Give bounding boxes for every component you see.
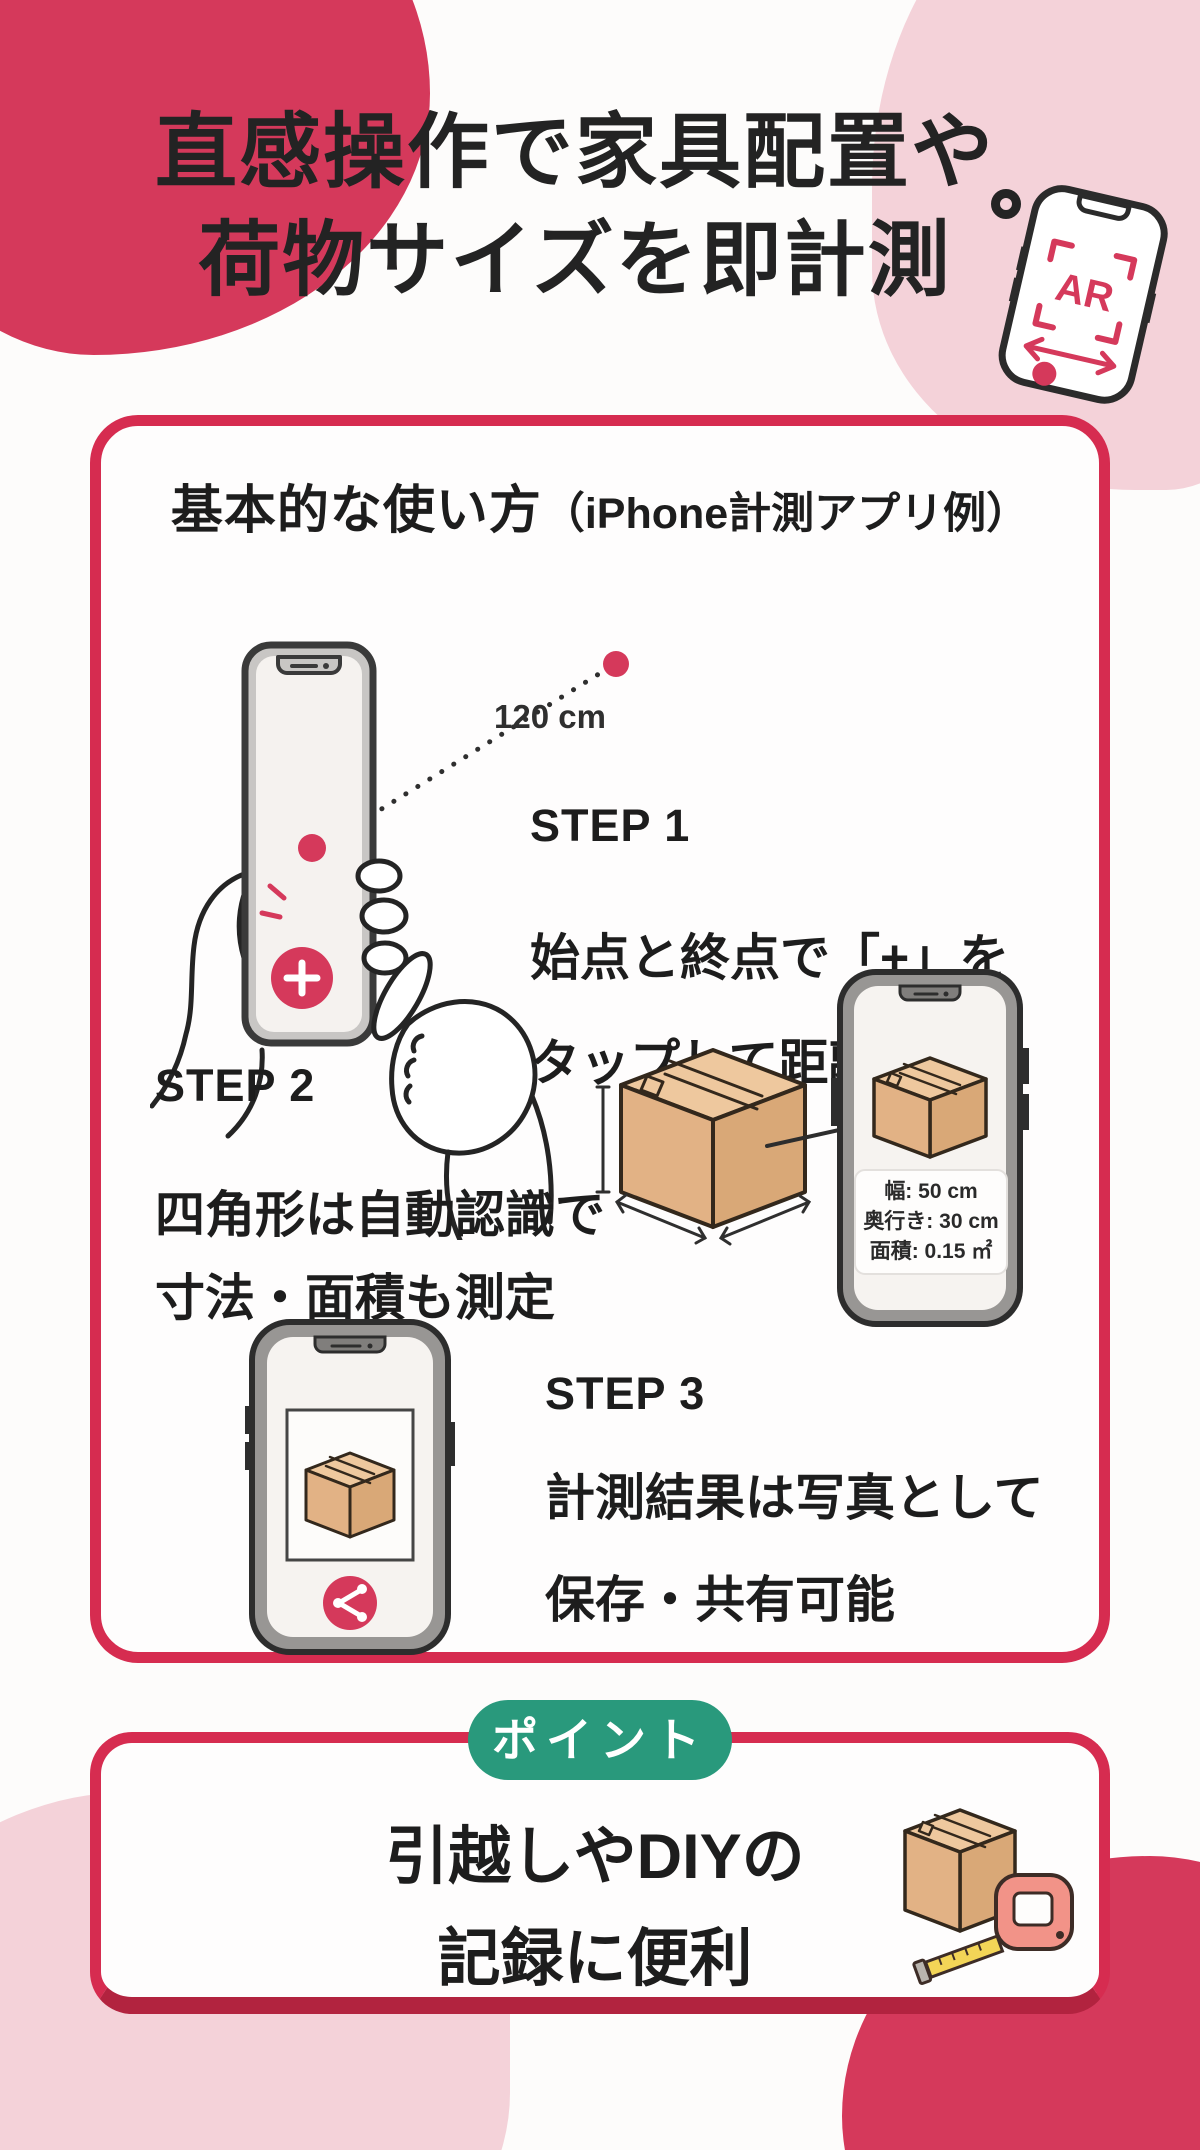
step2-illustration: 幅: 50 cm 奥行き: 30 cm 面積: 0.15 ㎡ [595,930,1105,1350]
camera-ring-icon [991,189,1021,219]
guide-heading-sub: （iPhone計測アプリ例） [541,490,1030,538]
ar-phone-notch [1076,192,1132,221]
photo-box [304,1451,396,1539]
ar-phone-button [1143,292,1157,324]
tapping-hand [371,951,554,1243]
measurement-readout: 幅: 50 cm 奥行き: 30 cm 面積: 0.15 ㎡ [854,1169,1008,1275]
step2-line2: 寸法・面積も測定 [155,1270,555,1326]
point-box [903,1808,1017,1933]
point-line1: 引越しやDIYの [385,1822,805,1892]
ar-phone-button [1008,277,1021,303]
step3-line2: 保存・共有可能 [545,1572,895,1628]
scanned-box-on-screen [872,1056,988,1159]
step2-phone: 幅: 50 cm 奥行き: 30 cm 面積: 0.15 ㎡ [831,969,1029,1327]
point-badge: ポイント [468,1700,732,1780]
cardboard-box [619,1048,807,1229]
step3-line1: 計測結果は写真として [545,1470,1044,1526]
step2-label: STEP 2 [155,1060,316,1111]
measure-arrow-icon [1023,336,1117,376]
readout-width: 幅: 50 cm [884,1180,977,1203]
step2-line1: 四角形は自動認識で [155,1187,605,1243]
step1-phone [241,641,377,1047]
measure-dot-icon [1032,361,1057,386]
step3-phone [245,1319,455,1655]
step3-label: STEP 3 [545,1368,706,1419]
guide-heading-main: 基本的な使い方 [170,482,542,540]
page-title-line1: 直感操作で家具配置や [154,107,995,198]
gripping-fingers [355,858,409,976]
ar-frame-brackets-icon [1032,238,1138,345]
page-title-line2: 荷物サイズを即計測 [198,215,952,306]
point-line2: 記録に便利 [437,1924,753,1994]
readout-area: 面積: 0.15 ㎡ [870,1239,993,1263]
start-point-dot [298,834,326,862]
end-point-dot [603,651,629,677]
distance-label: 120 cm [494,698,606,735]
ar-phone-icon: AR [981,172,1190,419]
tap-spark-icon [259,883,287,920]
dimension-marks [595,1085,812,1246]
tape-measure-icon [912,1873,1074,1986]
readout-depth: 奥行き: 30 cm [863,1209,998,1233]
share-icon [323,1576,377,1630]
step1-label: STEP 1 [530,800,691,851]
guide-card-heading: 基本的な使い方（iPhone計測アプリ例） [95,468,1105,543]
ar-phone-button [1016,246,1028,272]
point-illustration [868,1772,1093,1992]
step1-illustration: 120 cm [149,580,650,1245]
step3-illustration [240,1318,460,1663]
